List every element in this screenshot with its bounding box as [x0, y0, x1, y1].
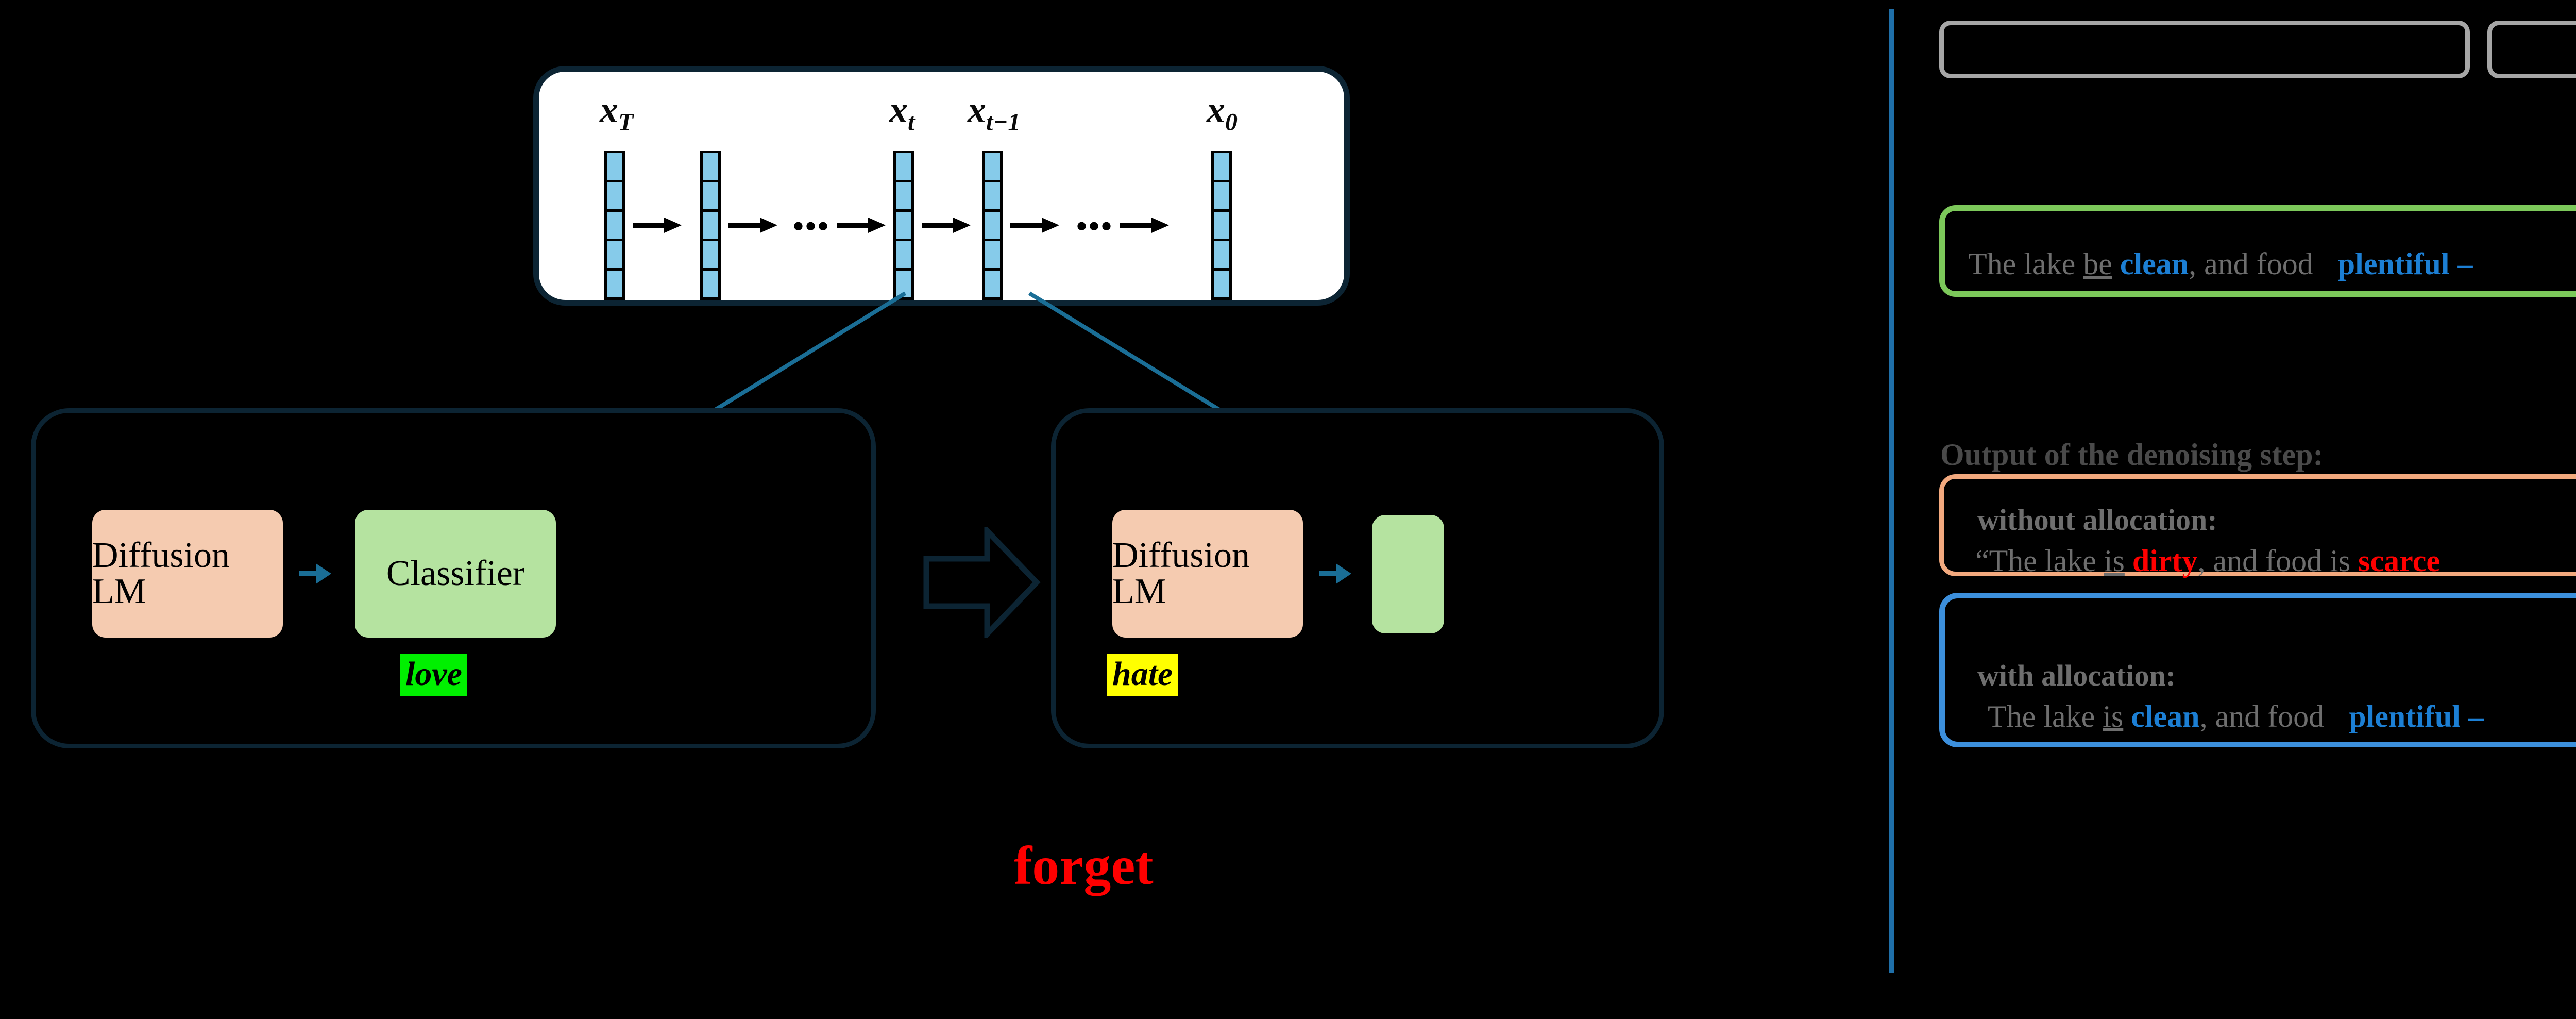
after-unlearning-panel: Diffusion LM hate [1051, 408, 1664, 748]
vector-cell [700, 209, 721, 239]
classifier-label: Classifier [386, 554, 525, 593]
wo-word-scarce: scarce [2358, 544, 2440, 578]
vector-cell [982, 209, 1003, 239]
wo-word-dirty: dirty [2132, 544, 2198, 578]
vector-cell [1211, 151, 1232, 180]
step-label-x0: x0 [1207, 89, 1238, 136]
vector-cell [700, 151, 721, 180]
vector-cell [893, 151, 914, 180]
vector-cell [700, 180, 721, 209]
w-underlined-word: is [2103, 699, 2124, 733]
denoising-step-heading: Output of the denoising step: [1940, 438, 2324, 472]
wo-underlined-word: is [2104, 544, 2125, 578]
chain-arrow-icon [728, 218, 777, 233]
sentiment-word-hate: hate [1107, 654, 1178, 696]
vector-cell [893, 180, 914, 209]
w-after-clean: , and food [2199, 699, 2325, 733]
vector-cell [982, 239, 1003, 268]
prompt-word-plentiful: plentiful – [2337, 247, 2473, 281]
vector-cell [982, 268, 1003, 300]
vector-cell [893, 209, 914, 239]
wo-mid: , and food is [2197, 544, 2359, 578]
chain-arrow-icon [1010, 218, 1059, 233]
with-allocation-sentence: The lake is clean, and food plentiful – [1988, 701, 2484, 732]
chain-ellipsis: ••• [793, 209, 831, 243]
chain-arrow-icon [922, 218, 971, 233]
forget-label: forget [1014, 836, 1154, 896]
with-allocation-caption: with allocation: [1977, 659, 2176, 692]
left-diagram-panel: xT xt xt−1 x0 [31, 66, 1664, 896]
vector-cell [604, 151, 625, 180]
diffusion-lm-label: Diffusion LM [1112, 536, 1250, 611]
w-word-plentiful: plentiful – [2349, 699, 2484, 733]
w-word-clean: clean [2131, 699, 2200, 733]
chain-ellipsis: ••• [1076, 209, 1114, 243]
prompt-after-clean: , and food [2189, 247, 2313, 281]
wo-prefix: “The lake [1975, 544, 2104, 578]
latent-vector-xT [604, 151, 625, 300]
vector-cell [1211, 268, 1232, 300]
flow-arrow-icon [1319, 563, 1351, 584]
panel-divider [1889, 9, 1894, 973]
prompt-underlined-word: be [2083, 247, 2112, 281]
vector-cell [982, 151, 1003, 180]
latent-vector-2 [700, 151, 721, 300]
vector-cell [1211, 239, 1232, 268]
vector-cell [604, 180, 625, 209]
without-allocation-box [1939, 474, 2576, 576]
vector-cell [1211, 180, 1232, 209]
removed-classifier-block [1372, 515, 1444, 633]
chain-arrow-icon [1120, 218, 1169, 233]
flow-arrow-icon [299, 563, 331, 584]
latent-vector-x0 [1211, 151, 1232, 300]
chain-arrow-icon [633, 218, 682, 233]
vector-cell [604, 239, 625, 268]
without-allocation-sentence: “The lake is dirty, and food is scarce [1975, 545, 2440, 576]
chain-arrow-icon [837, 218, 886, 233]
prompt-sentence: The lake be clean, and food plentiful – [1968, 248, 2473, 279]
vector-cell [604, 209, 625, 239]
without-allocation-caption: without allocation: [1977, 503, 2217, 537]
empty-gray-box-2[interactable] [2487, 21, 2576, 78]
sentiment-word-love: love [400, 654, 467, 696]
prompt-space [2112, 247, 2120, 281]
vector-cell [700, 268, 721, 300]
vector-cell [700, 239, 721, 268]
step-label-xt: xt [889, 89, 915, 136]
vector-cell [893, 239, 914, 268]
prompt-word-clean: clean [2120, 247, 2189, 281]
with-allocation-box [1939, 593, 2576, 747]
prompt-box [1939, 205, 2576, 297]
step-label-xT: xT [600, 89, 634, 136]
before-unlearning-panel: Diffusion LM Classifier love [31, 408, 876, 748]
latent-vector-xt-1 [982, 151, 1003, 300]
vector-cell [1211, 209, 1232, 239]
w-prefix: The lake [1988, 699, 2103, 733]
diffusion-lm-label: Diffusion LM [92, 536, 230, 611]
prompt-prefix: The lake [1968, 247, 2083, 281]
step-label-xt-1: xt−1 [968, 89, 1021, 136]
transition-arrow-icon [922, 524, 1041, 641]
classifier-block: Classifier [355, 510, 556, 638]
diffusion-lm-block-right: Diffusion LM [1112, 510, 1303, 638]
empty-gray-box-1[interactable] [1939, 21, 2470, 78]
latent-vector-xt [893, 151, 914, 300]
diffusion-lm-block-left: Diffusion LM [92, 510, 283, 638]
vector-cell [982, 180, 1003, 209]
vector-cell [604, 268, 625, 300]
diffusion-chain-card: xT xt xt−1 x0 [533, 66, 1350, 306]
